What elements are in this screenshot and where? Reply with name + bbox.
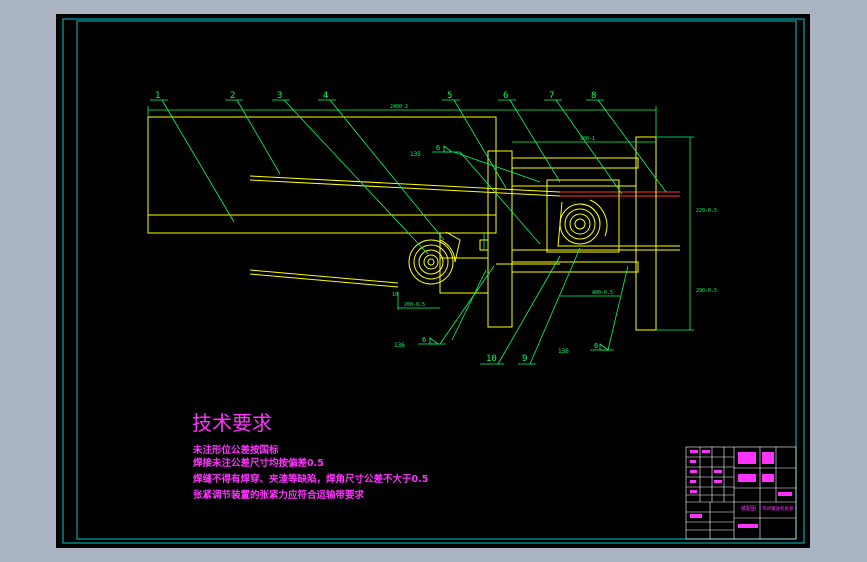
balloon-2: 2: [230, 91, 235, 101]
drawing-sheet: [56, 14, 810, 548]
dim-height-upper: 220-0.5: [696, 208, 717, 214]
part-balloons: 1 2 3 4 5 6 7 8 10 9 6 6 6: [155, 91, 598, 364]
balloon-6-weld-lower-right: 6: [594, 342, 598, 350]
weld-label-lower-left: 136: [394, 342, 405, 349]
weld-label-upper: 135: [410, 151, 421, 158]
dim-upper-right: 380-1: [580, 136, 595, 142]
balloon-10: 10: [486, 354, 497, 364]
balloon-5: 5: [447, 91, 452, 101]
balloon-7: 7: [549, 91, 554, 101]
title-block-label-a: 装配图: [741, 505, 756, 512]
leader-lines: [150, 99, 667, 365]
dim-lower-mid: 400-0.5: [592, 290, 613, 296]
dim-height-lower: 290-0.5: [696, 288, 717, 294]
balloon-8: 8: [591, 91, 596, 101]
note-line-3: 焊缝不得有焊穿、夹渣等缺陷，焊角尺寸公差不大于0.5: [193, 473, 428, 485]
note-line-1: 未注形位公差按国标: [192, 444, 279, 456]
tail-pulley-left: [408, 231, 461, 285]
takeup-pulley-right: [557, 199, 608, 247]
dim-small-left: 10: [392, 292, 398, 298]
title-block: [685, 446, 797, 540]
balloon-9: 9: [522, 354, 527, 364]
title-block-marks: [690, 450, 792, 528]
inner-frame: [76, 20, 797, 540]
note-line-2: 焊接未注公差尺寸均按偏差0.5: [193, 457, 324, 469]
balloon-6: 6: [503, 91, 508, 101]
main-frame-beam: [147, 116, 497, 234]
balloon-6-weld-lower-left: 6: [422, 336, 426, 344]
balloon-6-weld-upper: 6: [436, 144, 440, 152]
belt-strands: [249, 175, 680, 288]
notes-title: 技术要求: [192, 411, 272, 435]
tension-screw: [496, 245, 680, 265]
balloon-3: 3: [277, 91, 282, 101]
dim-overall-length: 2400-2: [390, 104, 408, 110]
title-block-label-b: 带式输送机张紧: [762, 505, 794, 512]
note-line-4: 张紧调节装置的张紧力应符合运输带要求: [193, 489, 365, 501]
dim-lower-left: 200-0.5: [404, 302, 425, 308]
weld-symbols: [429, 145, 610, 351]
weld-label-lower-right: 136: [558, 348, 569, 355]
balloon-4: 4: [323, 91, 328, 101]
outer-frame: [62, 18, 805, 544]
balloon-1: 1: [155, 91, 160, 101]
